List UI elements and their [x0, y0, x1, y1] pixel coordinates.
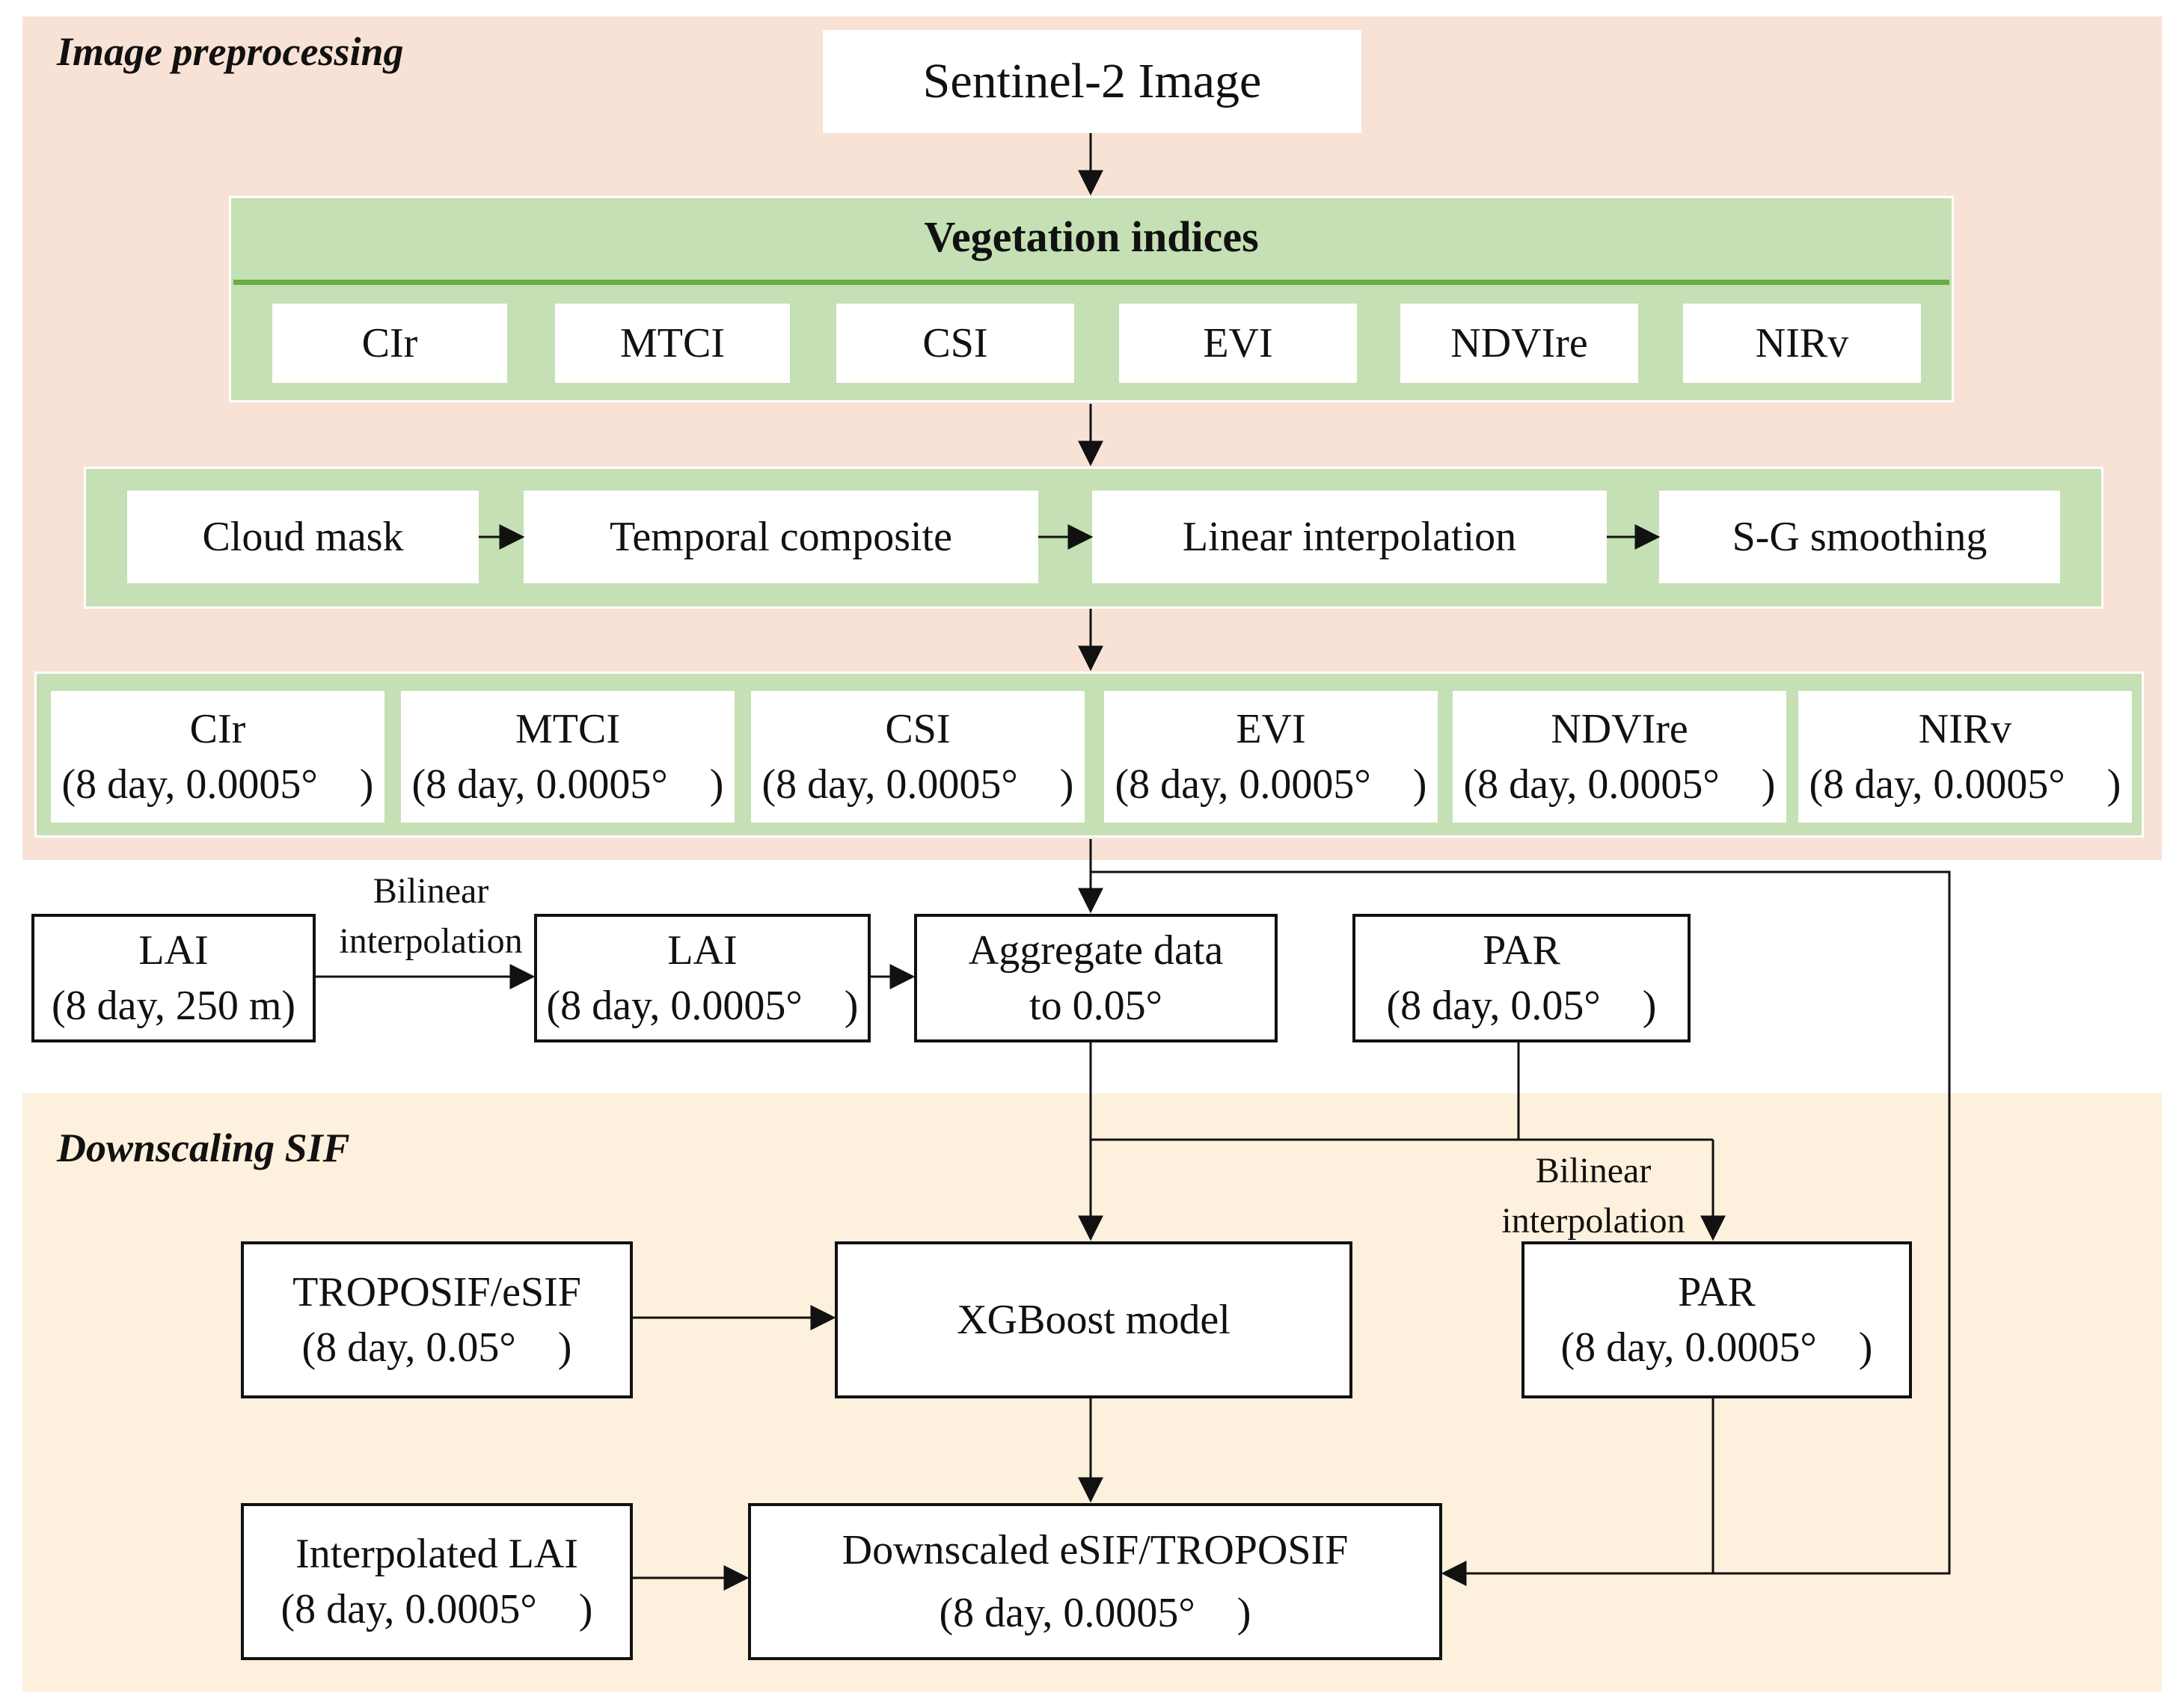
downscaling-title: Downscaling SIF: [57, 1125, 350, 1170]
products-panel: [34, 672, 2144, 838]
vegetation-divider: [233, 280, 1949, 285]
lai-fine-node: LAI(8 day, 0.0005° ): [534, 914, 871, 1042]
xgboost-node: XGBoost model: [835, 1241, 1352, 1398]
vi-mtci: MTCI: [555, 304, 790, 383]
sentinel-2-node: Sentinel-2 Image: [823, 30, 1361, 133]
step-sg-smoothing: S-G smoothing: [1659, 491, 2060, 583]
par-coarse-node: PAR(8 day, 0.05° ): [1352, 914, 1691, 1042]
preprocessing-title: Image preprocessing: [57, 29, 404, 74]
arrow-products-bypass: [1091, 870, 1951, 1586]
troposif-node: TROPOSIF/eSIF(8 day, 0.05° ): [241, 1241, 633, 1398]
par-fine-node: PAR(8 day, 0.0005° ): [1521, 1241, 1912, 1398]
product-cir: CIr(8 day, 0.0005° ): [51, 691, 384, 823]
step-linear-interpolation: Linear interpolation: [1092, 491, 1607, 583]
product-mtci: MTCI(8 day, 0.0005° ): [401, 691, 735, 823]
vi-csi: CSI: [836, 304, 1074, 383]
interpolated-lai-node: Interpolated LAI(8 day, 0.0005° ): [241, 1503, 633, 1660]
step-cloud-mask: Cloud mask: [127, 491, 479, 583]
vegetation-indices-panel: [229, 196, 1954, 402]
vi-nirv: NIRv: [1683, 304, 1921, 383]
downscaled-node: Downscaled eSIF/TROPOSIF(8 day, 0.0005° …: [748, 1503, 1442, 1660]
vi-cir: CIr: [272, 304, 507, 383]
product-ndvire: NDVIre(8 day, 0.0005° ): [1453, 691, 1786, 823]
vegetation-indices-title: Vegetation indices: [924, 212, 1259, 262]
product-nirv: NIRv(8 day, 0.0005° ): [1798, 691, 2132, 823]
product-csi: CSI(8 day, 0.0005° ): [751, 691, 1085, 823]
step-temporal-composite: Temporal composite: [524, 491, 1038, 583]
vi-evi: EVI: [1119, 304, 1357, 383]
vi-ndvire: NDVIre: [1400, 304, 1638, 383]
lai-coarse-node: LAI(8 day, 250 m): [31, 914, 316, 1042]
product-evi: EVI(8 day, 0.0005° ): [1104, 691, 1438, 823]
